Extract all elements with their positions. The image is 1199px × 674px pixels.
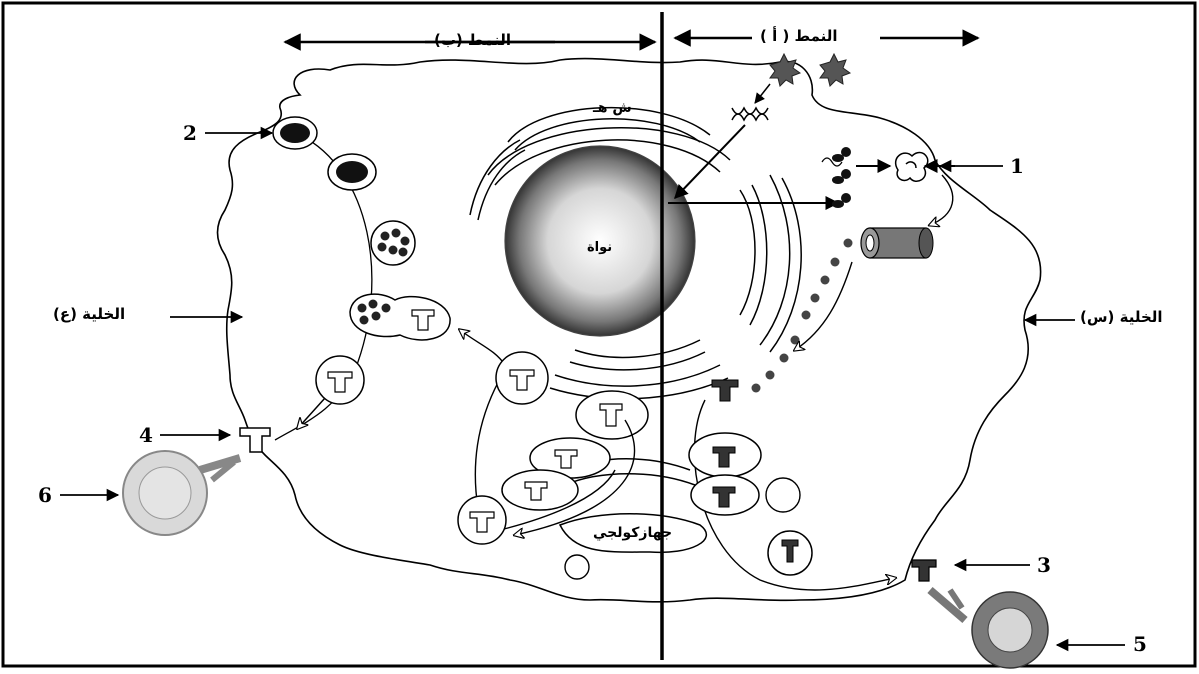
immune-cell-5 <box>927 586 1049 669</box>
vesicle-fusion <box>349 293 451 341</box>
small-vesicle-left <box>564 554 590 580</box>
vesicle-secretion-1 <box>272 116 318 150</box>
nucleus-label: نواة <box>587 240 613 255</box>
vesicle-receptor-4 <box>575 390 649 440</box>
vesicle-receptor-2 <box>495 351 549 405</box>
folded-protein-icon <box>894 151 929 182</box>
signal-molecule-1 <box>769 52 802 87</box>
golgi-vesicle-left-1 <box>529 437 611 479</box>
arrow-dna-to-nucleus <box>674 124 746 200</box>
ribosomes <box>821 147 851 208</box>
vesicle-granules <box>370 220 416 266</box>
cell-s-label: الخلية (س) <box>1080 308 1163 326</box>
arrow-golgi-to-vesicle <box>515 419 636 535</box>
callout-label-4: 4 <box>139 423 153 447</box>
signal-molecule-2 <box>819 52 852 87</box>
callout-label-2: 2 <box>183 121 197 145</box>
er-label: ش هـ <box>593 100 632 116</box>
golgi-vesicle-right-1 <box>688 432 762 478</box>
dna-strand <box>731 106 769 122</box>
arrow-peptides-to-er <box>795 261 853 350</box>
arrow-recycle-to-vesicle <box>460 330 506 366</box>
vesicle-receptor-1 <box>315 355 365 405</box>
pattern-b-label: النمط (ب) <box>434 31 512 49</box>
callout-label-5: 5 <box>1133 632 1147 656</box>
vesicle-receptor-3 <box>457 495 507 545</box>
nucleus <box>504 145 696 337</box>
callout-label-1: 1 <box>1010 154 1024 178</box>
golgi-vesicle-right-2 <box>690 474 760 516</box>
golgi-vesicle-left-2 <box>501 469 579 511</box>
recycle-path-golgi <box>499 469 616 531</box>
cell-membrane <box>216 57 1042 603</box>
membrane-receptor-4 <box>239 427 271 453</box>
immune-cell-6 <box>122 450 242 536</box>
membrane-receptor-3 <box>911 559 937 582</box>
endoplasmic-reticulum <box>469 106 802 400</box>
vesicle-right-3 <box>767 530 813 576</box>
callout-label-6: 6 <box>38 483 52 507</box>
vesicle-secretion-2 <box>327 153 377 191</box>
golgi-label: جهازكولجي <box>593 525 673 541</box>
mhc-loaded-molecule <box>711 379 739 402</box>
arrow-protein-to-proteasome <box>930 174 954 225</box>
pattern-a-label: النمط ( أ ) <box>760 27 838 45</box>
callout-label-3: 3 <box>1037 553 1051 577</box>
cell-e-label: الخلية (ع) <box>53 305 126 323</box>
small-vesicle-right <box>765 477 801 513</box>
arrow-to-membrane-b <box>298 397 326 428</box>
arrow-signal-to-dna <box>754 83 771 104</box>
proteasome-cylinder <box>860 227 934 259</box>
